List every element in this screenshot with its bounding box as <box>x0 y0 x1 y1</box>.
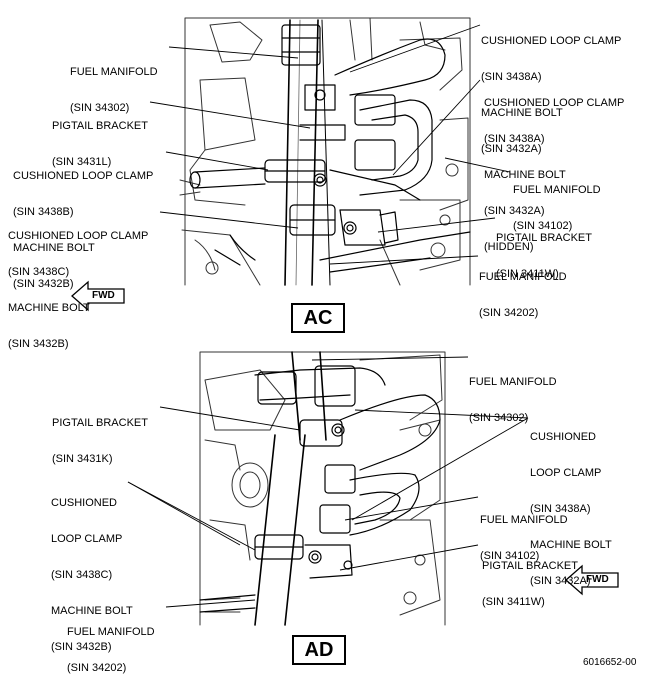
ad-label-fuel-manifold-right: FUEL MANIFOLD (SIN 34102) <box>480 514 568 562</box>
ac-label-pigtail-bracket-right: PIGTAIL BRACKET (SIN 3411W) <box>496 232 592 280</box>
ad-leader-lines <box>127 356 529 608</box>
ad-engine-background <box>199 351 446 626</box>
ad-label-pigtail-bracket-left: PIGTAIL BRACKET (SIN 3431K) <box>52 417 148 465</box>
ac-label-cushioned-loop-clamp-right2: CUSHIONED LOOP CLAMP (SIN 3438A) MACHINE… <box>484 97 625 253</box>
ac-label-pigtail-bracket-left: PIGTAIL BRACKET (SIN 3431L) <box>52 120 148 168</box>
view-ad-drawing <box>199 351 446 626</box>
ac-fwd-label: FWD <box>92 290 115 301</box>
ad-label-fuel-manifold-bottom: FUEL MANIFOLD (SIN 34202) <box>67 626 155 674</box>
illustration-sheet: FUEL MANIFOLD (SIN 34302) PIGTAIL BRACKE… <box>8 17 637 674</box>
ac-label-cushioned-loop-clamp-left1: CUSHIONED LOOP CLAMP (SIN 3438B) MACHINE… <box>13 170 154 290</box>
ad-fwd-label: FWD <box>586 574 609 585</box>
ad-fwd-arrow <box>565 564 619 596</box>
view-ac-drawing <box>71 17 619 626</box>
ac-leader-lines <box>149 24 511 265</box>
ac-label-cushioned-loop-clamp-left2: CUSHIONED LOOP CLAMP (SIN 3438C) MACHINE… <box>8 230 149 350</box>
ac-fwd-arrow <box>71 280 125 312</box>
ac-engine-background <box>179 17 471 286</box>
ad-label-cushioned-loop-clamp-left: CUSHIONED LOOP CLAMP (SIN 3438C) MACHINE… <box>51 497 133 653</box>
ac-label-fuel-manifold-top: FUEL MANIFOLD (SIN 34302) <box>70 66 158 114</box>
ad-label-fuel-manifold-top: FUEL MANIFOLD (SIN 34302) <box>469 376 557 424</box>
ac-label-cushioned-loop-clamp-right1: CUSHIONED LOOP CLAMP (SIN 3438A) MACHINE… <box>481 35 622 155</box>
ac-manifold-tubes <box>284 19 331 286</box>
ad-label-pigtail-bracket-right: PIGTAIL BRACKET (SIN 3411W) <box>482 560 578 608</box>
ad-view-label: AD <box>292 635 346 665</box>
ac-label-fuel-manifold-right: FUEL MANIFOLD (SIN 34102) <box>513 184 601 232</box>
ac-view-label: AC <box>291 303 345 333</box>
document-number: 6016652-00 <box>583 657 637 668</box>
ac-label-fuel-manifold-bottom: FUEL MANIFOLD (SIN 34202) <box>479 271 567 319</box>
ad-label-cushioned-loop-clamp-right: CUSHIONED LOOP CLAMP (SIN 3438A) MACHINE… <box>530 431 612 587</box>
